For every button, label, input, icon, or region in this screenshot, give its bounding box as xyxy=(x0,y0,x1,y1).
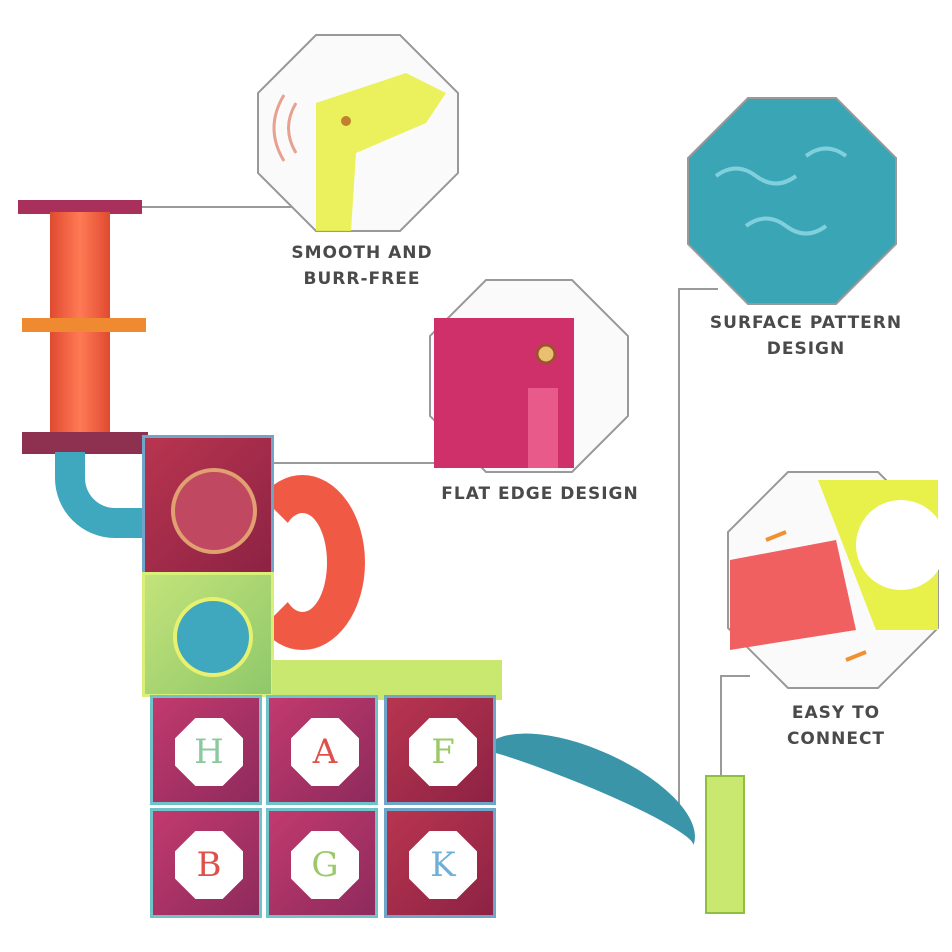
blue-elbow-pipe xyxy=(55,452,150,538)
letter-badge: K xyxy=(409,831,477,899)
connector-line xyxy=(140,206,330,208)
smooth-burr-free-label: SMOOTH AND BURR-FREE xyxy=(262,240,462,292)
connector-line xyxy=(678,288,718,290)
label-line: EASY TO xyxy=(791,703,881,723)
easy-connect-label: EASY TO CONNECT xyxy=(766,700,906,752)
surface-pattern-label: SURFACE PATTERN DESIGN xyxy=(690,310,922,362)
letter-block-f: F xyxy=(384,695,496,805)
letter-badge: B xyxy=(175,831,243,899)
connector-plate xyxy=(705,775,745,914)
cube-top xyxy=(142,435,274,575)
cube-middle xyxy=(142,572,274,697)
label-line: SMOOTH AND xyxy=(291,243,433,263)
green-top-layer xyxy=(272,660,502,700)
letter-badge: H xyxy=(175,718,243,786)
letter-block-k: K xyxy=(384,808,496,918)
surface-pattern-closeup xyxy=(687,97,897,305)
connector-line xyxy=(270,462,445,464)
connector-line xyxy=(720,675,722,785)
tower-plate-top xyxy=(18,200,142,214)
tower-plate-bottom xyxy=(22,432,148,454)
letter-block-a: A xyxy=(266,695,378,805)
label-line: FLAT EDGE DESIGN xyxy=(441,484,639,504)
letter-badge: F xyxy=(409,718,477,786)
flat-edge-label: FLAT EDGE DESIGN xyxy=(430,481,650,507)
letter-block-b: B xyxy=(150,808,262,918)
blue-slide-pipe xyxy=(463,710,714,888)
connector-line xyxy=(678,288,680,818)
smooth-edge-closeup xyxy=(257,34,459,232)
connector-line xyxy=(720,675,750,677)
easy-connect-closeup xyxy=(727,471,940,689)
label-line: DESIGN xyxy=(766,339,846,359)
letter-badge: G xyxy=(291,831,359,899)
label-line: SURFACE PATTERN xyxy=(709,313,903,333)
letter-block-g: G xyxy=(266,808,378,918)
tower-plate-mid xyxy=(22,318,146,332)
label-line: CONNECT xyxy=(786,729,886,749)
letter-block-h: H xyxy=(150,695,262,805)
flat-edge-closeup xyxy=(429,279,629,473)
letter-badge: A xyxy=(291,718,359,786)
label-line: BURR-FREE xyxy=(303,269,421,289)
